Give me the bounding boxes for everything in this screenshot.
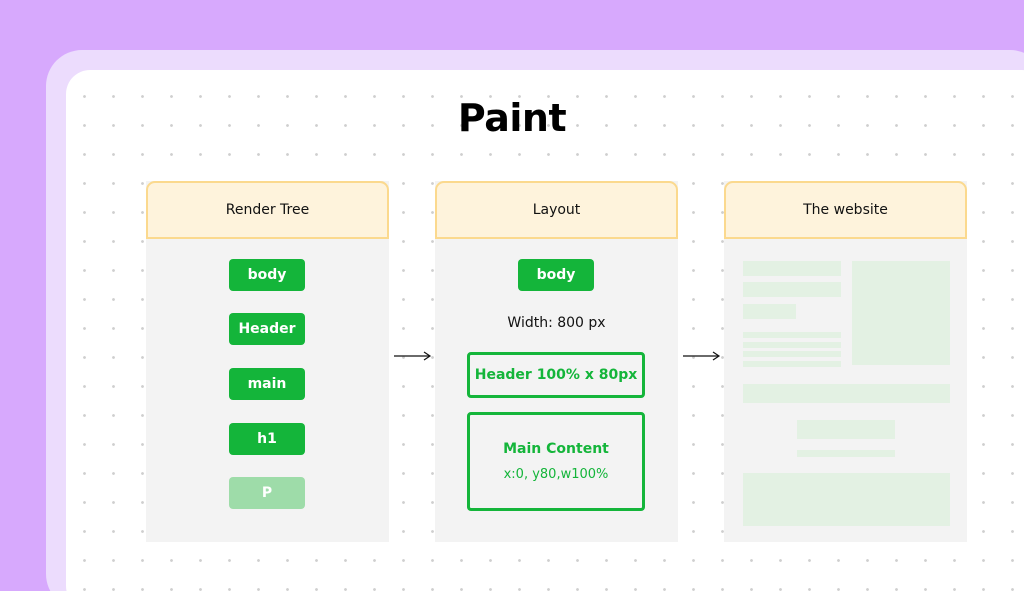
layout-panel: Layout body Width: 800 px Header 100% x … [435, 181, 678, 542]
wireframe-line [743, 351, 841, 357]
main-content-box: Main Content x:0, y80,w100% [467, 412, 645, 511]
render-tree-panel: Render Tree body Header main h1 P [146, 181, 389, 542]
wireframe-line [743, 332, 841, 338]
wireframe-line [743, 282, 841, 297]
wireframe-line [797, 450, 895, 457]
website-panel: The website [724, 181, 967, 542]
wireframe-image [852, 261, 950, 365]
node-header: Header [229, 313, 305, 345]
header-layout-label: Header 100% x 80px [474, 367, 638, 383]
wireframe-footer [743, 473, 950, 526]
header-layout-box: Header 100% x 80px [467, 352, 645, 398]
main-content-coords: x:0, y80,w100% [503, 467, 609, 482]
wireframe-line [743, 361, 841, 367]
width-label: Width: 800 px [507, 315, 606, 331]
diagram-title: Paint [457, 96, 567, 140]
layout-body-node: body [518, 259, 594, 291]
main-content-title: Main Content [503, 441, 609, 457]
wireframe-heading [797, 420, 895, 439]
node-main: main [229, 368, 305, 400]
wireframe-line [743, 304, 796, 319]
node-h1: h1 [229, 423, 305, 455]
node-p: P [229, 477, 305, 509]
wireframe-line [743, 261, 841, 276]
arrow-right-icon [683, 351, 721, 361]
render-tree-header: Render Tree [146, 181, 389, 239]
layout-header: Layout [435, 181, 678, 239]
node-body: body [229, 259, 305, 291]
arrow-right-icon [394, 351, 432, 361]
wireframe-bar [743, 384, 950, 403]
website-header: The website [724, 181, 967, 239]
wireframe-line [743, 342, 841, 348]
